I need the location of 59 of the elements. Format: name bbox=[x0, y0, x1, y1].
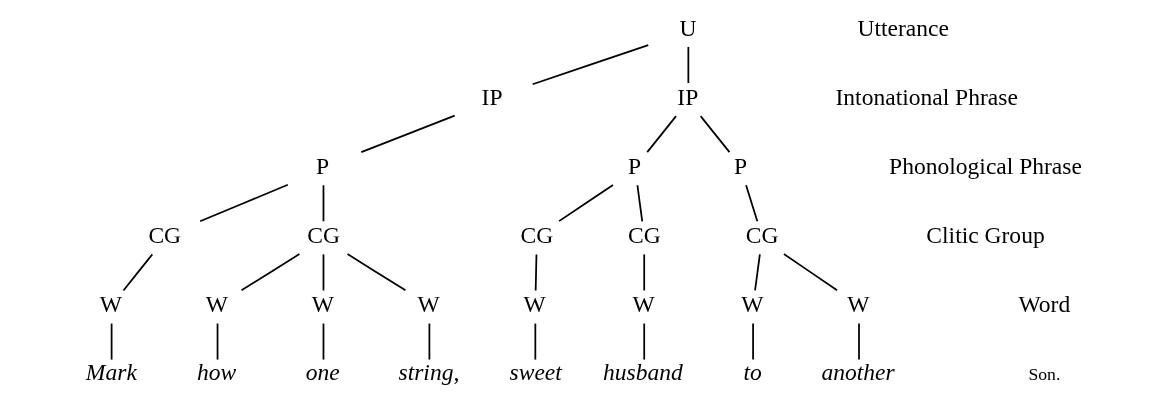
connector bbox=[346, 253, 407, 292]
node-text: W bbox=[205, 291, 228, 318]
connector bbox=[122, 253, 154, 292]
connector bbox=[322, 322, 325, 361]
node-text: W bbox=[523, 291, 546, 318]
label: Son. bbox=[1028, 364, 1061, 385]
label: Phonological Phrase bbox=[889, 153, 1082, 180]
node-text: CG bbox=[148, 222, 182, 249]
node-text: to bbox=[743, 358, 762, 385]
connector bbox=[531, 44, 650, 86]
connector bbox=[745, 184, 759, 223]
node-text: husband bbox=[603, 358, 683, 385]
node-text: sweet bbox=[509, 358, 562, 385]
connector bbox=[428, 322, 431, 361]
connector bbox=[322, 253, 325, 292]
connector bbox=[240, 253, 301, 292]
connector bbox=[754, 253, 761, 292]
node-text: W bbox=[99, 291, 123, 318]
connector bbox=[687, 46, 690, 84]
node-text: Mark bbox=[85, 358, 137, 385]
node-text: IP bbox=[481, 83, 503, 110]
connector bbox=[783, 253, 838, 292]
node-text: CG bbox=[307, 222, 340, 249]
connector bbox=[216, 322, 219, 361]
connector bbox=[322, 184, 325, 223]
node-text: how bbox=[196, 358, 237, 385]
label: Utterance bbox=[857, 14, 949, 41]
label: Word bbox=[1018, 291, 1071, 318]
node-text: W bbox=[632, 291, 655, 318]
connector bbox=[110, 322, 113, 361]
node-text: W bbox=[741, 291, 764, 318]
connector bbox=[643, 253, 646, 292]
node-text: one bbox=[305, 358, 340, 385]
connector bbox=[699, 115, 731, 154]
connector bbox=[360, 114, 456, 154]
label: Clitic Group bbox=[926, 222, 1045, 249]
connector bbox=[558, 184, 614, 223]
connector bbox=[636, 184, 644, 223]
connector bbox=[534, 322, 537, 361]
node-text: P bbox=[733, 153, 748, 180]
node-text: CG bbox=[520, 222, 554, 249]
node-text: P bbox=[316, 153, 330, 180]
node-text: W bbox=[417, 291, 440, 318]
node-text: U bbox=[679, 14, 697, 41]
connector bbox=[858, 322, 860, 361]
node-text: IP bbox=[677, 83, 699, 110]
label: Intonational Phrase bbox=[835, 83, 1018, 110]
connector bbox=[752, 322, 754, 361]
node-text: P bbox=[628, 153, 642, 180]
connector bbox=[643, 322, 646, 361]
node-text: CG bbox=[628, 222, 661, 249]
connector bbox=[534, 253, 538, 292]
node-text: W bbox=[311, 291, 334, 318]
node-text: another bbox=[821, 358, 895, 385]
node-text: CG bbox=[745, 222, 779, 249]
connector bbox=[199, 183, 289, 223]
node-text: string, bbox=[398, 358, 460, 385]
connector bbox=[646, 115, 677, 154]
node-text: W bbox=[847, 291, 870, 318]
